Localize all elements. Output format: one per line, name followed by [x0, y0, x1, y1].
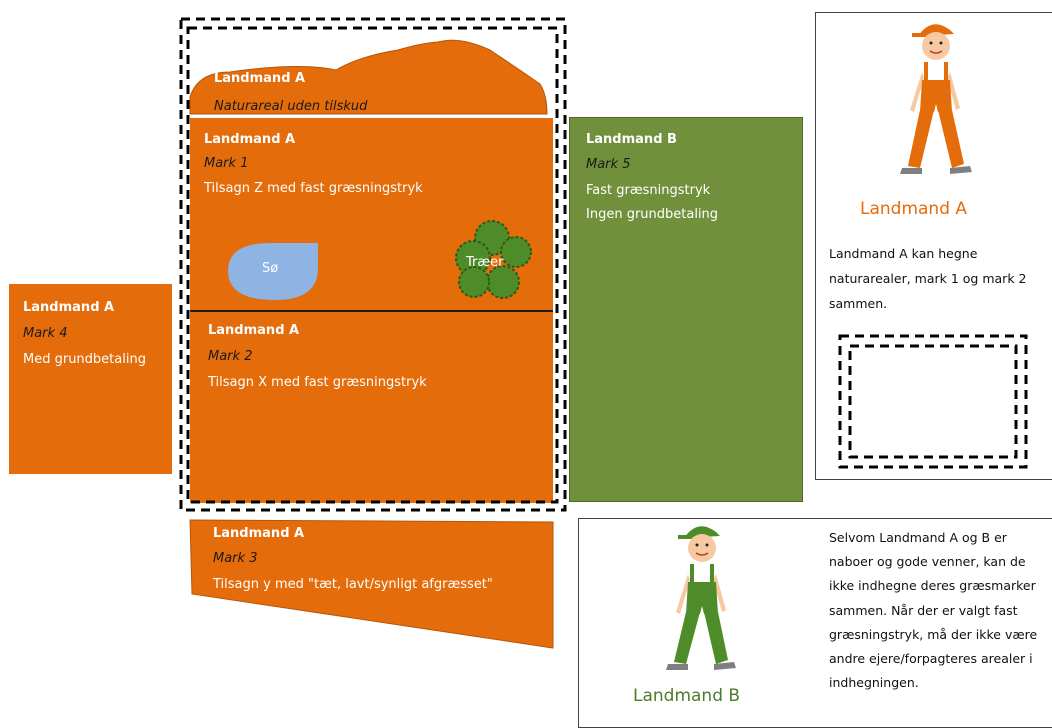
mark-4-owner: Landmand A — [23, 300, 115, 315]
mark-5-name: Mark 5 — [586, 157, 631, 172]
mark-5-desc2: Ingen grundbetaling — [586, 207, 719, 222]
mark-5-owner: Landmand B — [586, 132, 677, 147]
farmer-a-text: Landmand A kan hegne naturarealer, mark … — [829, 246, 1027, 311]
mark-3-name: Mark 3 — [213, 551, 258, 566]
mark-2-owner: Landmand A — [208, 323, 300, 338]
mark-4-name: Mark 4 — [23, 326, 68, 341]
lake-label: Sø — [262, 261, 279, 276]
nature-desc: Naturareal uden tilskud — [214, 99, 368, 114]
mark-5-desc: Fast græsningstryk — [586, 183, 711, 198]
field-mark-4: Landmand A Mark 4 Med grundbetaling — [9, 284, 172, 474]
mark-3-desc: Tilsagn y med "tæt, lavt/synligt afgræss… — [213, 577, 493, 592]
farmer-b-panel — [578, 518, 1052, 728]
mark-1-owner: Landmand A — [204, 132, 296, 147]
farmer-b-title: Landmand B — [633, 686, 741, 706]
trees-label: Træer — [466, 255, 504, 270]
field-mark-2: Landmand A Mark 2 Tilsagn X med fast græ… — [190, 310, 553, 503]
mark-3-owner: Landmand A — [213, 526, 305, 541]
mark-4-desc: Med grundbetaling — [23, 352, 146, 367]
farmer-b-text: Selvom Landmand A og B er naboer og gode… — [829, 530, 1038, 691]
mark-2-name: Mark 2 — [208, 349, 253, 364]
field-mark-5: Landmand B Mark 5 Fast græsningstryk Ing… — [569, 117, 803, 502]
farmer-a-title: Landmand A — [860, 199, 968, 219]
mark-1-name: Mark 1 — [204, 156, 249, 171]
mark-1-desc: Tilsagn Z med fast græsningstryk — [204, 181, 423, 196]
mark-2-desc: Tilsagn X med fast græsningstryk — [208, 375, 427, 390]
nature-owner: Landmand A — [214, 71, 306, 86]
